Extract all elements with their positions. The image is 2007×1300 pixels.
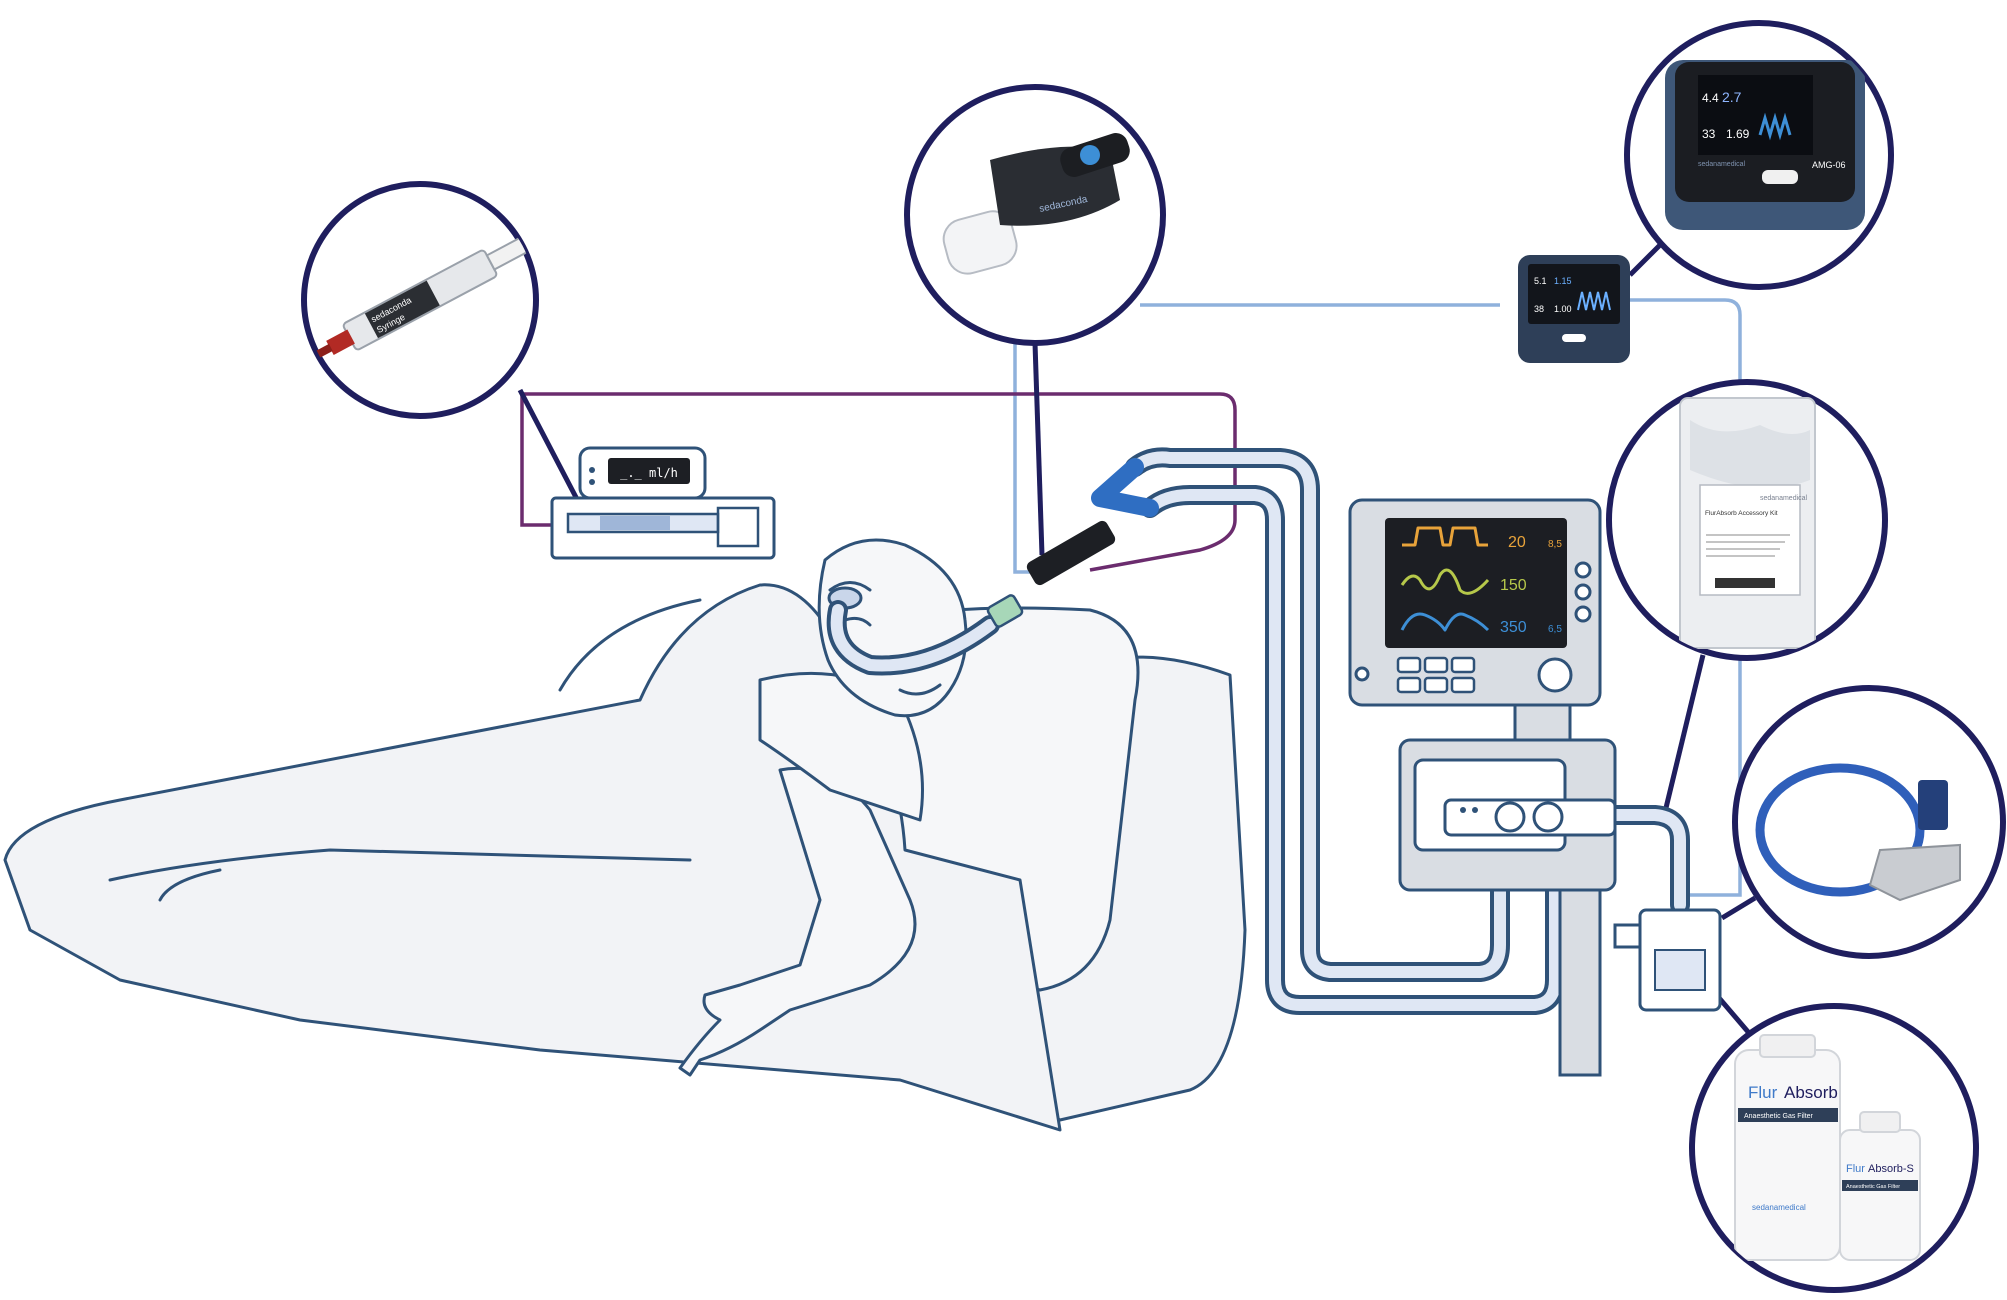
callout-flurabsorb: Flur Absorb Anaesthetic Gas Filter sedan… [1692,1006,1976,1290]
callout-act-device: sedaconda [907,87,1163,343]
svg-text:1.69: 1.69 [1726,127,1750,141]
syringe-pump: _._ ml/h [552,448,774,558]
svg-text:2.7: 2.7 [1722,89,1742,105]
amg-model: AMG-06 [1812,160,1846,170]
svg-text:5.1: 5.1 [1534,276,1547,286]
callout-syringe: sedaconda Syringe [304,184,542,416]
callout-gas-monitor: 4.4 2.7 33 1.69 sedanamedical AMG-06 [1627,23,1891,287]
filter-brand: sedanamedical [1752,1203,1806,1212]
vent-value-1: 20 [1508,534,1526,551]
kit-title: FlurAbsorb Accessory Kit [1705,510,1778,517]
vent-value-2: 150 [1500,577,1527,594]
pump-display: _._ ml/h [620,466,678,480]
filter-name-b: Absorb [1784,1083,1838,1102]
callout-accessory-kit: sedanamedical FlurAbsorb Accessory Kit [1609,382,1885,658]
callout-filter-holder [1735,688,2003,956]
svg-text:4.4: 4.4 [1702,91,1719,105]
patient-in-bed [5,540,1245,1130]
gas-monitor-small: 5.1 1.15 38 1.00 [1518,255,1630,363]
vent-sub-1: 8,5 [1548,539,1562,550]
svg-text:1.15: 1.15 [1554,276,1572,286]
filter-name-a: Flur [1748,1083,1778,1102]
svg-text:1.00: 1.00 [1554,304,1572,314]
filter-s-name-b: Absorb-S [1868,1163,1914,1175]
filter-s-name-a: Flur [1846,1163,1865,1175]
svg-text:33: 33 [1702,127,1716,141]
filter-s-sub: Anaesthetic Gas Filter [1846,1184,1900,1190]
vent-value-3: 350 [1500,619,1527,636]
filter-sub: Anaesthetic Gas Filter [1744,1113,1814,1120]
vent-sub-3: 6,5 [1548,624,1562,635]
amg-brand: sedanamedical [1698,161,1746,168]
svg-text:38: 38 [1534,304,1544,314]
kit-brand: sedanamedical [1760,495,1808,502]
